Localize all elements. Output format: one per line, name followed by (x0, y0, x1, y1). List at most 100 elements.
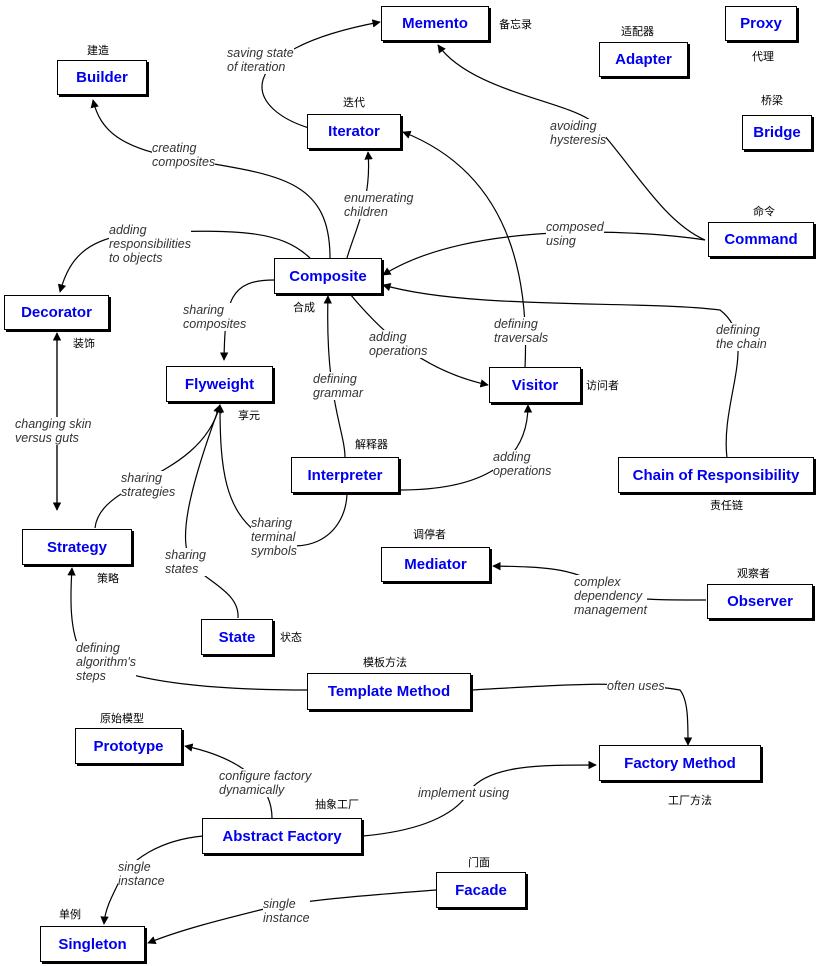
factory-method-box[interactable]: Factory Method (599, 745, 761, 781)
edge-template-factory (471, 683, 693, 746)
interpreter-caption: 解释器 (355, 438, 388, 451)
proxy-label: Proxy (740, 15, 782, 32)
facade-caption: 门面 (468, 856, 490, 869)
strategy-box[interactable]: Strategy (22, 529, 132, 565)
decorator-label: Decorator (21, 304, 92, 321)
edge-iterator-memento (261, 19, 381, 131)
label-creating-composites: creating composites (152, 141, 216, 169)
singleton-caption: 单例 (59, 908, 81, 921)
memento-caption: 备忘录 (499, 18, 532, 31)
edge-chain-composite (382, 283, 739, 459)
edge-command-composite (382, 231, 706, 276)
mediator-label: Mediator (404, 556, 467, 573)
state-caption: 状态 (280, 631, 302, 644)
prototype-box[interactable]: Prototype (75, 728, 182, 764)
label-defining-chain: defining the chain (716, 323, 767, 351)
edge-interpreter-visitor (399, 404, 533, 491)
edge-strategy-flyweight (94, 404, 223, 529)
bridge-box[interactable]: Bridge (742, 115, 812, 150)
strategy-caption: 策略 (97, 572, 119, 585)
edge-composite-flyweight (219, 279, 275, 361)
label-adding-operations-interpreter: adding operations (493, 450, 552, 478)
singleton-label: Singleton (58, 935, 127, 953)
decorator-box[interactable]: Decorator (4, 295, 109, 330)
command-box[interactable]: Command (708, 222, 814, 257)
label-composed-using: composed using (546, 220, 604, 248)
label-sharing-strategies: sharing strategies (121, 471, 176, 499)
label-saving-state: saving state of iteration (227, 46, 294, 74)
builder-caption: 建造 (87, 44, 109, 57)
edge-interpreter-composite (323, 295, 346, 459)
label-configure-factory: configure factory dynamically (219, 769, 312, 797)
prototype-label: Prototype (93, 737, 164, 755)
chain-of-responsibility-box[interactable]: Chain of Responsibility (618, 457, 814, 493)
template-method-box[interactable]: Template Method (307, 673, 471, 710)
bridge-label: Bridge (753, 124, 801, 141)
interpreter-box[interactable]: Interpreter (291, 457, 399, 493)
adapter-caption: 适配器 (621, 25, 654, 38)
observer-label: Observer (727, 593, 793, 610)
state-label: State (218, 628, 256, 646)
visitor-label: Visitor (511, 376, 559, 394)
label-sharing-states: sharing states (165, 548, 206, 576)
observer-caption: 观察者 (737, 567, 770, 580)
mediator-box[interactable]: Mediator (381, 547, 490, 582)
interpreter-label: Interpreter (307, 466, 383, 484)
adapter-box[interactable]: Adapter (599, 42, 688, 77)
builder-box[interactable]: Builder (57, 60, 147, 95)
abstract-factory-box[interactable]: Abstract Factory (202, 818, 362, 854)
memento-label: Memento (402, 15, 468, 32)
iterator-label: Iterator (328, 123, 380, 140)
factory-method-caption: 工厂方法 (668, 794, 712, 807)
decorator-caption: 装饰 (73, 337, 95, 350)
command-caption: 命令 (753, 205, 775, 218)
label-complex-dependency: complex dependency management (574, 575, 647, 617)
label-adding-operations-composite: adding operations (369, 330, 428, 358)
abstract-factory-label: Abstract Factory (222, 827, 342, 845)
proxy-caption: 代理 (752, 50, 774, 63)
visitor-caption: 访问者 (586, 379, 619, 392)
label-single-instance-facade: single instance (263, 897, 310, 925)
label-defining-algorithm: defining algorithm's steps (76, 641, 137, 683)
state-box[interactable]: State (201, 619, 273, 655)
composite-box[interactable]: Composite (274, 258, 382, 294)
label-enumerating-children: enumerating children (344, 191, 414, 219)
template-method-caption: 模板方法 (363, 656, 407, 669)
composite-label: Composite (289, 267, 367, 285)
label-sharing-terminal: sharing terminal symbols (251, 516, 297, 558)
label-implement-using: implement using (418, 786, 510, 800)
strategy-label: Strategy (46, 538, 108, 556)
facade-label: Facade (455, 881, 507, 899)
adapter-label: Adapter (615, 51, 672, 68)
label-defining-grammar: defining grammar (313, 372, 364, 400)
label-avoiding-hysteresis: avoiding hysteresis (550, 119, 607, 147)
facade-box[interactable]: Facade (436, 872, 526, 908)
chain-of-responsibility-label: Chain of Responsibility (632, 466, 800, 484)
composite-caption: 合成 (293, 301, 315, 314)
factory-method-label: Factory Method (624, 754, 736, 772)
observer-box[interactable]: Observer (707, 584, 813, 619)
builder-label: Builder (76, 69, 128, 86)
label-changing-skin: changing skin versus guts (15, 417, 92, 445)
iterator-box[interactable]: Iterator (307, 114, 401, 149)
mediator-caption: 调停者 (413, 528, 446, 541)
edge-af-factory (362, 760, 597, 837)
iterator-caption: 迭代 (343, 96, 365, 109)
flyweight-caption: 享元 (238, 409, 260, 422)
chain-caption: 责任链 (710, 499, 743, 512)
memento-box[interactable]: Memento (381, 6, 489, 41)
label-sharing-composites: sharing composites (183, 303, 247, 331)
flyweight-box[interactable]: Flyweight (166, 366, 273, 402)
label-defining-traversals: defining traversals (494, 317, 549, 345)
abstract-factory-caption: 抽象工厂 (315, 798, 359, 811)
singleton-box[interactable]: Singleton (40, 926, 145, 962)
visitor-box[interactable]: Visitor (489, 367, 581, 403)
proxy-box[interactable]: Proxy (725, 6, 797, 41)
label-adding-responsibilities: adding responsibilities to objects (109, 223, 191, 265)
flyweight-label: Flyweight (184, 375, 255, 393)
template-method-label: Template Method (327, 683, 451, 700)
command-label: Command (724, 231, 798, 248)
bridge-caption: 桥梁 (761, 94, 783, 107)
label-single-instance-af: single instance (118, 860, 165, 888)
